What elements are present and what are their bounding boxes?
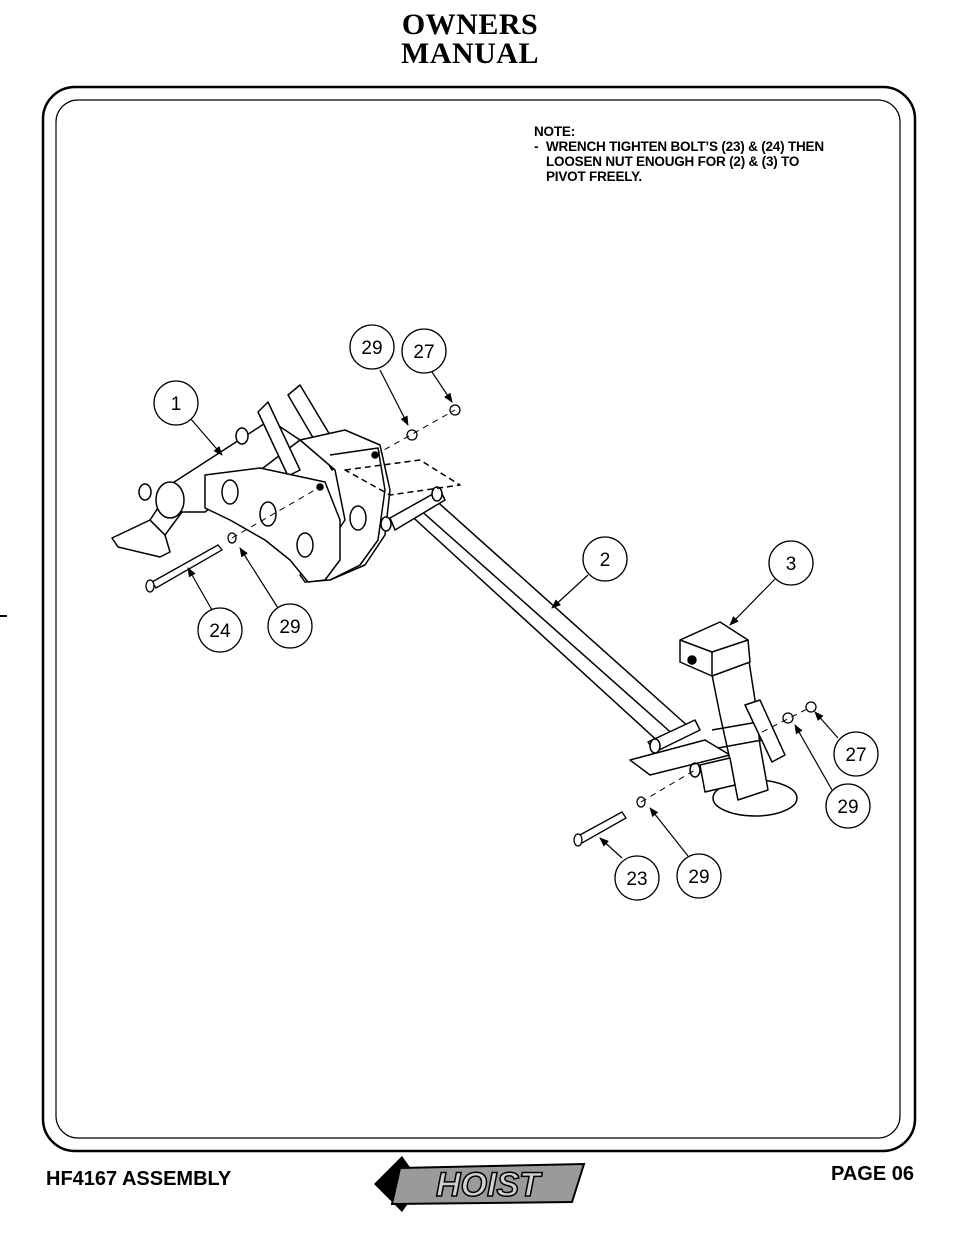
callout-1: 1 — [153, 380, 199, 426]
bolt-24-head — [145, 579, 155, 593]
note-line-2-row: LOOSEN NUT ENOUGH FOR (2) & (3) TO — [534, 154, 824, 169]
hardware — [145, 404, 817, 847]
note-line-3-row: PIVOT FREELY. — [534, 169, 824, 184]
note-line-3: PIVOT FREELY. — [546, 169, 642, 184]
callout-29-right: 29 — [825, 783, 871, 829]
logo-banner — [390, 1162, 586, 1206]
assembly-note: NOTE: - WRENCH TIGHTEN BOLT’S (23) & (24… — [534, 124, 824, 184]
callout-23-label: 23 — [626, 869, 647, 890]
title-line-2: MANUAL — [401, 37, 539, 70]
note-line-1: WRENCH TIGHTEN BOLT’S (23) & (24) THEN — [546, 139, 824, 154]
note-line-2: LOOSEN NUT ENOUGH FOR (2) & (3) TO — [546, 154, 800, 169]
callout-29-left: 29 — [267, 603, 313, 649]
washer-29-right — [782, 712, 794, 724]
callout-2-label: 2 — [600, 550, 611, 571]
washer-29-top — [406, 429, 418, 441]
bolt-24 — [151, 544, 223, 589]
leader-lines — [187, 369, 839, 859]
page-title: OWNERS MANUAL — [0, 8, 940, 70]
callout-29-top-label: 29 — [361, 338, 382, 359]
inner-frame — [55, 99, 901, 1139]
callout-24-label: 24 — [209, 621, 231, 642]
callout-3-label: 3 — [786, 554, 797, 575]
callout-27-top-label: 27 — [413, 342, 434, 363]
callout-27-right-label: 27 — [845, 745, 866, 766]
model-assembly-label: HF4167 ASSEMBLY — [46, 1168, 232, 1190]
part-3-upright — [679, 621, 798, 817]
logo-text: HOIST — [436, 1166, 543, 1204]
part-2-tube — [344, 459, 731, 778]
page-number: PAGE 06 — [831, 1163, 914, 1185]
callouts: 1 29 27 2 3 24 29 27 — [153, 324, 879, 901]
hoist-logo: HOIST — [374, 1156, 586, 1212]
callout-29-bottom: 29 — [676, 853, 722, 899]
title-line-1: OWNERS — [401, 8, 539, 41]
callout-2: 2 — [582, 536, 628, 582]
callout-24: 24 — [197, 607, 243, 653]
outer-frame — [41, 85, 917, 1153]
callout-3: 3 — [768, 540, 814, 586]
callout-1-label: 1 — [171, 394, 182, 415]
part-1-frame — [111, 384, 391, 583]
callout-27-top: 27 — [401, 328, 447, 374]
callout-23: 23 — [614, 855, 660, 901]
bolt-23-head — [573, 833, 583, 847]
note-line-1-row: - WRENCH TIGHTEN BOLT’S (23) & (24) THEN — [534, 139, 824, 154]
callout-29-top: 29 — [349, 324, 395, 370]
callout-29-right-label: 29 — [837, 797, 858, 818]
alignment-lines — [231, 409, 812, 803]
callout-29-left-label: 29 — [279, 617, 300, 638]
note-bullet: - — [534, 139, 539, 154]
bolt-23 — [577, 811, 627, 844]
margin-tick-mark — [0, 615, 7, 617]
callout-29-bottom-label: 29 — [688, 867, 709, 888]
note-heading: NOTE: — [534, 124, 575, 139]
callout-27-right: 27 — [833, 731, 879, 777]
